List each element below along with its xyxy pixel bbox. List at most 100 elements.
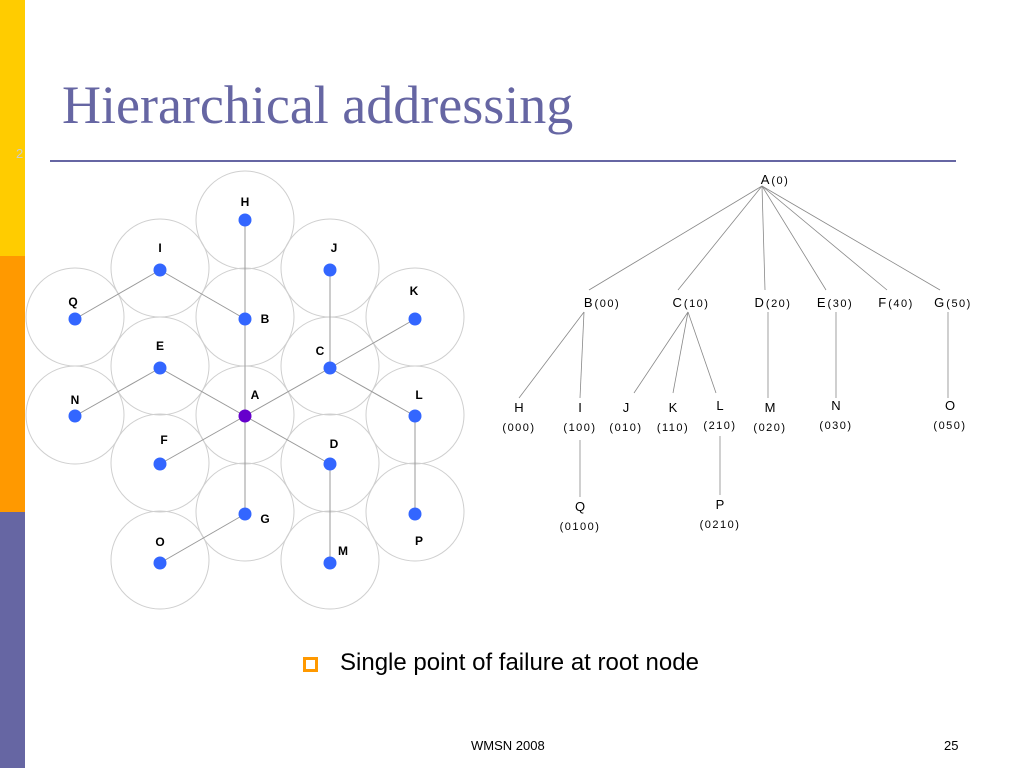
tree-node-address: (050) <box>933 420 966 432</box>
network-link-c-k <box>329 318 416 369</box>
coverage-circle-o <box>110 510 210 610</box>
tree-node-a: A(0) <box>761 172 790 187</box>
tree-node-address: (000) <box>502 422 535 434</box>
sensor-node-label-h: H <box>241 195 250 209</box>
sensor-node-label-e: E <box>156 339 164 353</box>
tree-edge-b-i <box>579 311 585 399</box>
sensor-node-label-o: O <box>155 535 164 549</box>
tree-node-address: (110) <box>657 422 689 434</box>
side-slide-number: 2 <box>16 146 24 161</box>
tree-node-label: D(20) <box>755 295 792 310</box>
sensor-node-label-j: J <box>331 241 338 255</box>
footer-label: WMSN 2008 <box>471 738 545 753</box>
sensor-node-l <box>408 409 422 423</box>
tree-node-g: G(50) <box>934 295 972 310</box>
tree-node-j: J(010) <box>609 400 642 434</box>
coverage-circle-n <box>25 365 125 465</box>
tree-node-l: L(210) <box>703 398 735 432</box>
sensor-node-o <box>153 556 167 570</box>
tree-node-label: E(30) <box>817 295 853 310</box>
tree-edge-a-f <box>761 185 888 291</box>
sidebar-decoration <box>0 0 25 768</box>
tree-edge-a-d <box>761 185 766 291</box>
tree-node-address: (0210) <box>700 519 741 531</box>
tree-nodes: A(0) B(00) C(10) D(20) E(30) F(40) G(50) H (000)… <box>502 172 972 533</box>
sensor-node-label-b: B <box>261 312 270 326</box>
coverage-circle-f <box>110 413 210 513</box>
tree-node-q: Q (0100) <box>560 499 601 533</box>
network-link-e-n <box>74 367 161 417</box>
network-link-c-l <box>329 367 416 417</box>
sensor-node-g <box>238 507 252 521</box>
network-link-i-q <box>74 269 161 320</box>
tree-edges <box>518 185 949 497</box>
network-link-b-i <box>159 269 246 320</box>
tree-node-label: F(40) <box>878 295 914 310</box>
tree-node-name: H <box>514 400 523 415</box>
tree-node-label: A(0) <box>761 172 790 187</box>
network-link-a-c <box>244 367 331 417</box>
tree-node-name: M <box>765 400 776 415</box>
tree-node-i: I(100) <box>563 400 596 434</box>
tree-edge-c-l <box>687 311 717 394</box>
tree-edge-c-j <box>633 311 689 394</box>
sensor-node-label-n: N <box>71 393 80 407</box>
slide-title: Hierarchical addressing <box>62 75 574 135</box>
network-link-a-f <box>159 415 246 465</box>
sensor-node-label-d: D <box>330 437 339 451</box>
sensor-node-label-g: G <box>260 512 269 526</box>
sensor-node-q <box>68 312 82 326</box>
tree-node-d: D(20) <box>755 295 792 310</box>
sidebar-segment-purple <box>0 512 25 768</box>
tree-node-address: (030) <box>819 420 852 432</box>
sensor-node-label-m: M <box>338 544 348 558</box>
sensor-node-label-q: Q <box>68 295 77 309</box>
tree-node-name: O <box>945 398 955 413</box>
tree-node-k: K(110) <box>657 400 689 434</box>
tree-node-h: H (000) <box>502 400 535 434</box>
network-links <box>74 220 416 564</box>
tree-node-f: F(40) <box>878 295 914 310</box>
tree-node-m: M (020) <box>753 400 786 434</box>
tree-node-label: G(50) <box>934 295 972 310</box>
network-link-g-o <box>159 513 246 564</box>
sensor-node-m <box>323 556 337 570</box>
sensor-node-label-i: I <box>158 241 161 255</box>
tree-node-b: B(00) <box>584 295 620 310</box>
tree-edge-b-h <box>518 311 585 399</box>
tree-node-name: Q <box>575 499 585 514</box>
tree-node-address: (010) <box>609 422 642 434</box>
coverage-circle-e <box>110 316 210 416</box>
tree-edge-c-k <box>672 311 689 394</box>
sidebar-segment-orange <box>0 256 25 512</box>
sensor-node-label-a: A <box>251 388 260 402</box>
tree-node-address: (020) <box>753 422 786 434</box>
network-link-a-e <box>159 367 246 417</box>
sensor-node-b <box>238 312 252 326</box>
address-tree: A(0) B(00) C(10) D(20) E(30) F(40) G(50) H (000)… <box>502 172 972 533</box>
sensor-node-label-k: K <box>410 284 419 298</box>
tree-node-address: (100) <box>563 422 596 434</box>
sensor-node-j <box>323 263 337 277</box>
sensor-node-e <box>153 361 167 375</box>
network-link-a-d <box>244 415 331 465</box>
tree-node-name: P <box>716 497 725 512</box>
sensor-node-label-p: P <box>415 534 423 548</box>
tree-node-address: (0100) <box>560 521 601 533</box>
tree-node-name: N <box>831 398 840 413</box>
sensor-node-n <box>68 409 82 423</box>
title-underline <box>50 160 956 162</box>
tree-node-n: N (030) <box>819 398 852 432</box>
sensor-node-label-f: F <box>160 433 167 447</box>
tree-node-p: P (0210) <box>700 497 741 531</box>
tree-node-name: L <box>716 398 723 413</box>
sensor-node-c <box>323 361 337 375</box>
tree-node-c: C(10) <box>673 295 708 310</box>
sensor-node-k <box>408 312 422 326</box>
bullet-text: Single point of failure at root node <box>340 649 699 676</box>
tree-node-label: B(00) <box>584 295 620 310</box>
sensor-node-h <box>238 213 252 227</box>
sensor-node-d <box>323 457 337 471</box>
